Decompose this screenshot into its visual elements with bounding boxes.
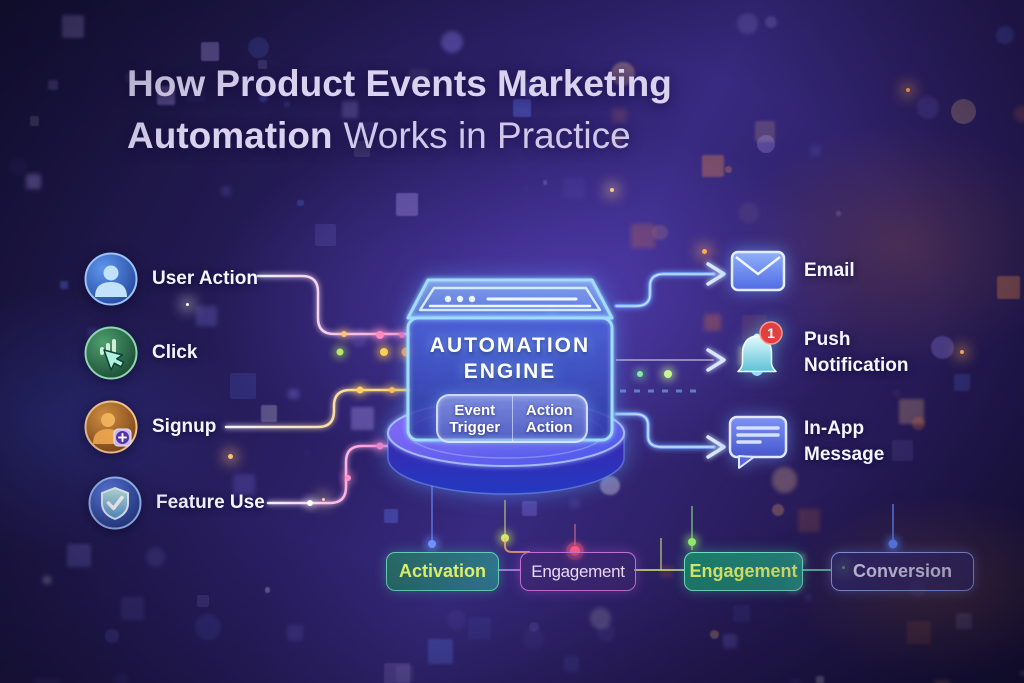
pill-action: Action Action bbox=[511, 396, 587, 441]
title-line-1: How Product Events Marketing bbox=[127, 63, 672, 104]
output-inapp-message: In-App Message bbox=[726, 414, 884, 470]
stage-badge-activation: Activation bbox=[386, 552, 499, 591]
input-user-action: User Action bbox=[84, 252, 258, 306]
output-label: Push Notification bbox=[804, 329, 909, 376]
notification-badge-count: 1 bbox=[767, 325, 775, 341]
stage-badge-engagement-2: Engagement bbox=[684, 552, 803, 591]
green-spark bbox=[664, 370, 672, 378]
engine-name-line2: ENGINE bbox=[463, 360, 557, 383]
input-click: Click bbox=[84, 326, 197, 380]
engine-name: AUTOMATION ENGINE bbox=[408, 333, 612, 385]
engine-name-line1: AUTOMATION bbox=[429, 334, 591, 357]
user-add-icon bbox=[84, 400, 138, 454]
output-push-notification: 1 Push Notification bbox=[726, 320, 909, 386]
user-icon bbox=[84, 252, 138, 306]
output-label: Email bbox=[804, 260, 855, 281]
stage-badge-engagement-1: Engagement bbox=[520, 552, 636, 591]
bell-icon: 1 bbox=[737, 321, 783, 376]
stage-badge-conversion: Conversion bbox=[831, 552, 974, 591]
click-cursor-icon bbox=[84, 326, 138, 380]
output-email: Email bbox=[726, 250, 855, 292]
input-signup: Signup bbox=[84, 400, 216, 454]
output-label: In-App Message bbox=[804, 418, 885, 465]
input-label: Click bbox=[152, 342, 198, 363]
shield-check-icon bbox=[88, 476, 142, 530]
input-label: Signup bbox=[152, 416, 217, 437]
input-feature-use: Feature Use bbox=[88, 476, 265, 530]
engine-pill: Event Trigger Action Action bbox=[436, 394, 588, 443]
input-label: Feature Use bbox=[156, 492, 265, 513]
chat-bubble-icon bbox=[728, 415, 788, 469]
input-label: User Action bbox=[152, 268, 258, 289]
email-icon bbox=[730, 250, 786, 292]
pill-event-trigger: Event Trigger bbox=[449, 401, 501, 436]
